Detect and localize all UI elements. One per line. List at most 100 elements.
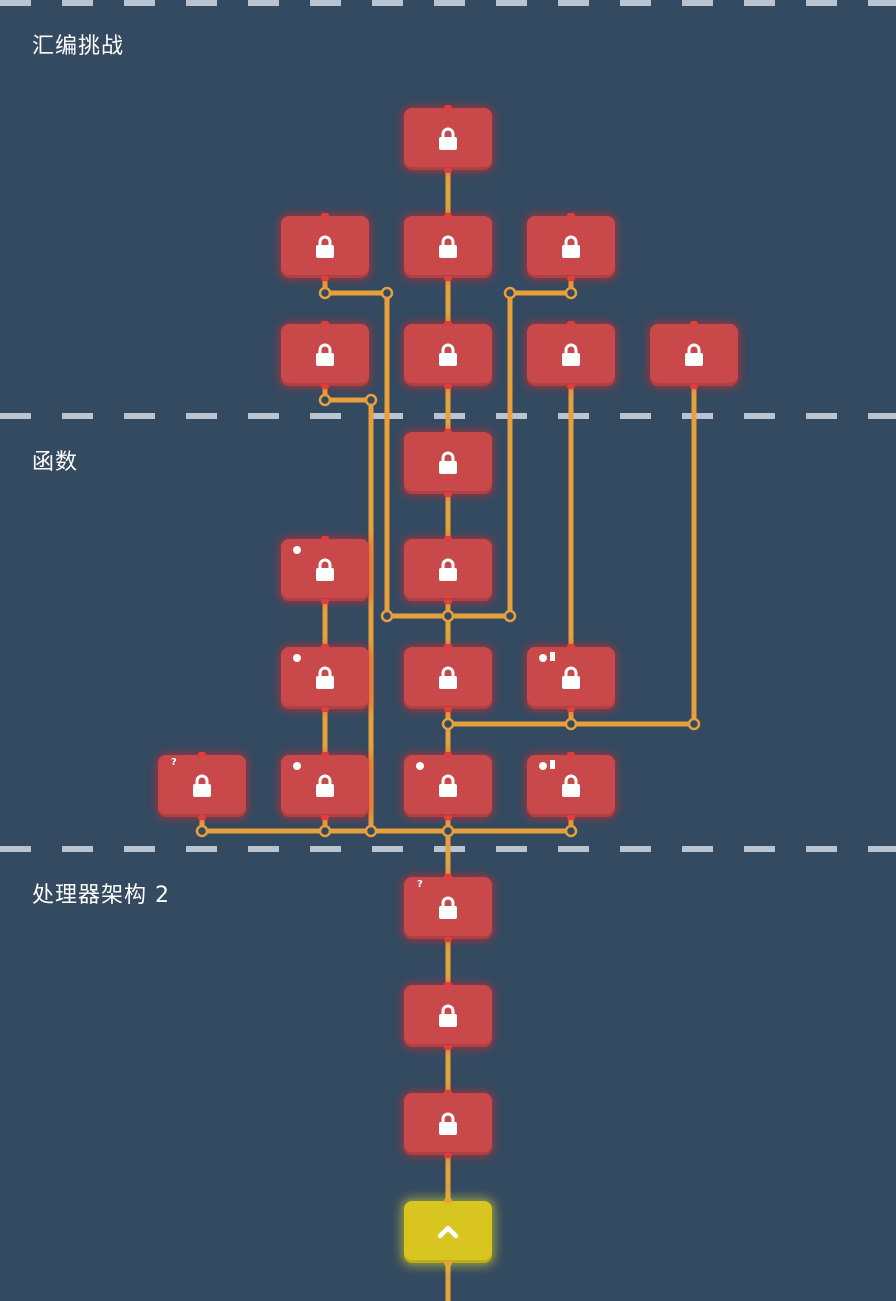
level-node-f2[interactable] bbox=[281, 536, 369, 604]
node-pin-bottom bbox=[444, 276, 452, 281]
node-pin-bottom bbox=[444, 599, 452, 604]
node-pin-bottom bbox=[444, 1261, 452, 1266]
lock-icon bbox=[315, 343, 335, 367]
node-pin-bottom bbox=[567, 815, 575, 820]
level-node-p2[interactable] bbox=[404, 982, 492, 1050]
wire-junction bbox=[318, 286, 332, 300]
lock-icon bbox=[315, 666, 335, 690]
lock-icon bbox=[315, 774, 335, 798]
level-node-f7[interactable]: ? bbox=[158, 752, 246, 820]
wire-junction bbox=[364, 824, 378, 838]
level-node-f6[interactable] bbox=[527, 644, 615, 712]
level-node-p3[interactable] bbox=[404, 1090, 492, 1158]
lock-icon bbox=[438, 343, 458, 367]
node-pin-bottom bbox=[444, 1153, 452, 1158]
node-pin-bottom bbox=[444, 707, 452, 712]
badge-bar-icon bbox=[550, 652, 555, 661]
level-node-a3[interactable] bbox=[404, 213, 492, 281]
node-pin-top bbox=[444, 1198, 452, 1203]
node-pin-top bbox=[444, 644, 452, 649]
node-pin-bottom bbox=[690, 384, 698, 389]
wire-junction bbox=[441, 609, 455, 623]
lock-icon bbox=[315, 235, 335, 259]
section-title-assembly-challenges: 汇编挑战 bbox=[32, 34, 125, 59]
node-pin-top bbox=[444, 752, 452, 757]
level-node-p1[interactable]: ? bbox=[404, 874, 492, 942]
level-node-f1[interactable] bbox=[404, 429, 492, 497]
badge-dot-icon bbox=[293, 546, 301, 554]
level-node-f9[interactable] bbox=[404, 752, 492, 820]
level-node-a2[interactable] bbox=[281, 213, 369, 281]
level-node-a4[interactable] bbox=[527, 213, 615, 281]
level-node-p4[interactable] bbox=[404, 1198, 492, 1266]
node-pin-bottom bbox=[567, 384, 575, 389]
node-pin-top bbox=[321, 536, 329, 541]
node-pin-top bbox=[567, 644, 575, 649]
node-pin-bottom bbox=[444, 1045, 452, 1050]
section-title-processor-architecture-2: 处理器架构 2 bbox=[32, 883, 170, 908]
section-divider bbox=[0, 0, 896, 6]
wire-segment bbox=[199, 817, 571, 834]
node-pin-top bbox=[567, 752, 575, 757]
wire-junction bbox=[564, 824, 578, 838]
node-pin-top bbox=[444, 874, 452, 879]
level-node-f5[interactable] bbox=[404, 644, 492, 712]
node-pin-top bbox=[321, 644, 329, 649]
level-node-f8[interactable] bbox=[281, 752, 369, 820]
badge-bar-icon bbox=[550, 760, 555, 769]
lock-icon bbox=[438, 896, 458, 920]
level-node-a1[interactable] bbox=[404, 105, 492, 173]
level-node-f4[interactable] bbox=[281, 644, 369, 712]
lock-icon bbox=[192, 774, 212, 798]
lock-icon bbox=[438, 1004, 458, 1028]
level-node-f10[interactable] bbox=[527, 752, 615, 820]
level-node-f3[interactable] bbox=[404, 536, 492, 604]
badge-dot-icon bbox=[539, 654, 547, 662]
wire-segment bbox=[322, 386, 374, 831]
node-pin-top bbox=[567, 321, 575, 326]
lock-icon bbox=[561, 343, 581, 367]
lock-icon bbox=[561, 666, 581, 690]
node-pin-top bbox=[198, 752, 206, 757]
level-node-a7[interactable] bbox=[527, 321, 615, 389]
lock-icon bbox=[438, 235, 458, 259]
wire-junction bbox=[318, 393, 332, 407]
lock-icon bbox=[684, 343, 704, 367]
node-pin-bottom bbox=[321, 707, 329, 712]
badge-dot-icon bbox=[293, 762, 301, 770]
level-node-a8[interactable] bbox=[650, 321, 738, 389]
wire-junction bbox=[380, 609, 394, 623]
lock-icon bbox=[561, 774, 581, 798]
lock-icon bbox=[438, 127, 458, 151]
wire-junction bbox=[195, 824, 209, 838]
node-pin-bottom bbox=[198, 815, 206, 820]
node-pin-top bbox=[444, 1090, 452, 1095]
level-node-a5[interactable] bbox=[281, 321, 369, 389]
node-pin-bottom bbox=[321, 599, 329, 604]
node-pin-top bbox=[321, 213, 329, 218]
wire-junction bbox=[503, 609, 517, 623]
lock-icon bbox=[438, 451, 458, 475]
lock-icon bbox=[438, 1112, 458, 1136]
node-pin-top bbox=[567, 213, 575, 218]
node-pin-bottom bbox=[321, 815, 329, 820]
wire-junction bbox=[564, 286, 578, 300]
node-pin-bottom bbox=[444, 492, 452, 497]
badge-dot-icon bbox=[539, 762, 547, 770]
badge-dot-icon bbox=[293, 654, 301, 662]
lock-icon bbox=[561, 235, 581, 259]
node-pin-bottom bbox=[567, 707, 575, 712]
node-pin-top bbox=[444, 321, 452, 326]
chevron-up-icon bbox=[437, 1222, 459, 1240]
wire-junction bbox=[687, 717, 701, 731]
node-pin-top bbox=[321, 321, 329, 326]
level-node-a6[interactable] bbox=[404, 321, 492, 389]
node-pin-bottom bbox=[567, 276, 575, 281]
node-pin-bottom bbox=[444, 815, 452, 820]
node-pin-bottom bbox=[321, 276, 329, 281]
node-pin-bottom bbox=[444, 168, 452, 173]
node-pin-top bbox=[444, 105, 452, 110]
node-pin-bottom bbox=[444, 937, 452, 942]
